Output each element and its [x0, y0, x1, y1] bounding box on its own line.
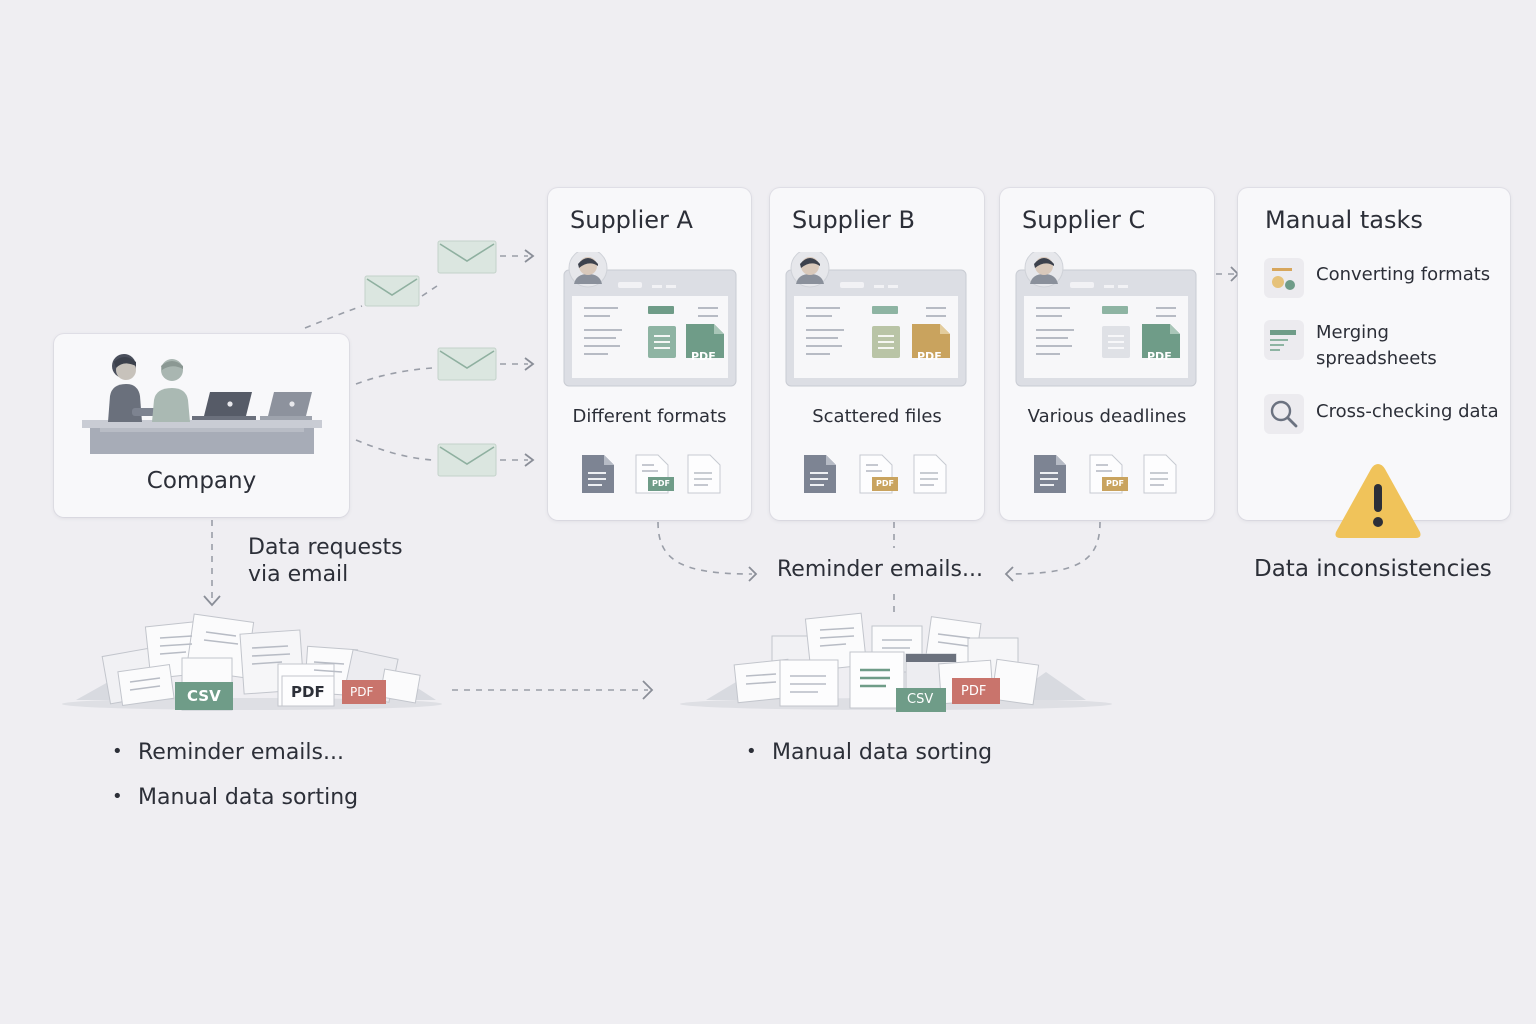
document-icon	[804, 455, 836, 493]
supplier-doc-tag: PDF	[691, 350, 716, 363]
file-icon	[1089, 454, 1128, 494]
document-icon	[1143, 454, 1177, 494]
company-label: Company	[146, 468, 257, 494]
supplier-title: Supplier A	[570, 206, 693, 234]
document-icon	[913, 454, 947, 494]
supplier-title: Supplier B	[792, 206, 915, 234]
convert-icon	[1264, 258, 1304, 298]
reminder-emails-label: Reminder emails...	[777, 557, 983, 582]
manual-tasks-title: Manual tasks	[1265, 206, 1423, 234]
supplier-caption: Scattered files	[812, 406, 942, 427]
supplier-doc-tag: PDF	[917, 350, 942, 363]
supplier-window-illustration	[1015, 252, 1197, 387]
envelope-icon	[437, 443, 497, 477]
file-tag: PDF	[652, 479, 670, 488]
pile-pdf-tag: PDF	[291, 683, 325, 701]
supplier-card-b: Supplier B PDF Scattered files PDF	[770, 188, 984, 520]
task-converting-formats: Converting formats	[1316, 264, 1491, 285]
task-cross-checking: Cross-checking data	[1316, 401, 1499, 422]
email-flow-caption-line2: via email	[248, 562, 349, 587]
left-bullet-reminder: Reminder emails...	[112, 740, 344, 765]
supplier-card-a: Supplier A PDF Different formats PDF	[548, 188, 751, 520]
search-icon	[1264, 394, 1304, 434]
task-merging-label: Merging spreadsheets	[1316, 322, 1437, 369]
file-icon	[635, 454, 674, 494]
file-tag: PDF	[876, 479, 894, 488]
file-icon	[859, 454, 898, 494]
team-illustration	[82, 354, 322, 454]
pile-csv-tag: CSV	[187, 687, 221, 705]
pile-pdf-tag-right: PDF	[961, 684, 987, 699]
envelope-icon	[437, 347, 497, 381]
file-tag: PDF	[1106, 479, 1124, 488]
supplier-title: Supplier C	[1022, 206, 1146, 234]
supplier-window-illustration	[785, 252, 967, 387]
document-icon	[687, 454, 721, 494]
document-pile-right	[680, 612, 1112, 712]
pile-pdf-tag-red: PDF	[350, 685, 374, 699]
supplier-caption: Various deadlines	[1027, 406, 1187, 427]
envelope-icon	[364, 275, 420, 307]
envelope-icon	[437, 240, 497, 274]
company-card: Company	[54, 334, 349, 517]
left-bullet-sorting: Manual data sorting	[112, 785, 358, 810]
data-inconsistencies-label: Data inconsistencies	[1254, 556, 1492, 582]
supplier-doc-tag: PDF	[1147, 350, 1172, 363]
pile-csv-tag-right: CSV	[907, 692, 934, 707]
supplier-caption: Different formats	[572, 406, 727, 427]
document-icon	[1034, 455, 1066, 493]
spreadsheet-icon	[1264, 320, 1304, 360]
document-pile-left	[62, 613, 442, 711]
warning-icon	[1335, 464, 1421, 538]
document-icon	[582, 455, 614, 493]
right-bullet-sorting: Manual data sorting	[746, 740, 992, 765]
email-flow-caption-line1: Data requests	[248, 535, 403, 560]
manual-tasks-card: Manual tasks Converting formats Merging …	[1238, 188, 1510, 538]
task-merging-spreadsheets: Merging spreadsheets	[1316, 320, 1437, 372]
supplier-card-c: Supplier C PDF Various deadlines PDF	[1000, 188, 1214, 520]
supplier-window-illustration	[563, 252, 737, 387]
